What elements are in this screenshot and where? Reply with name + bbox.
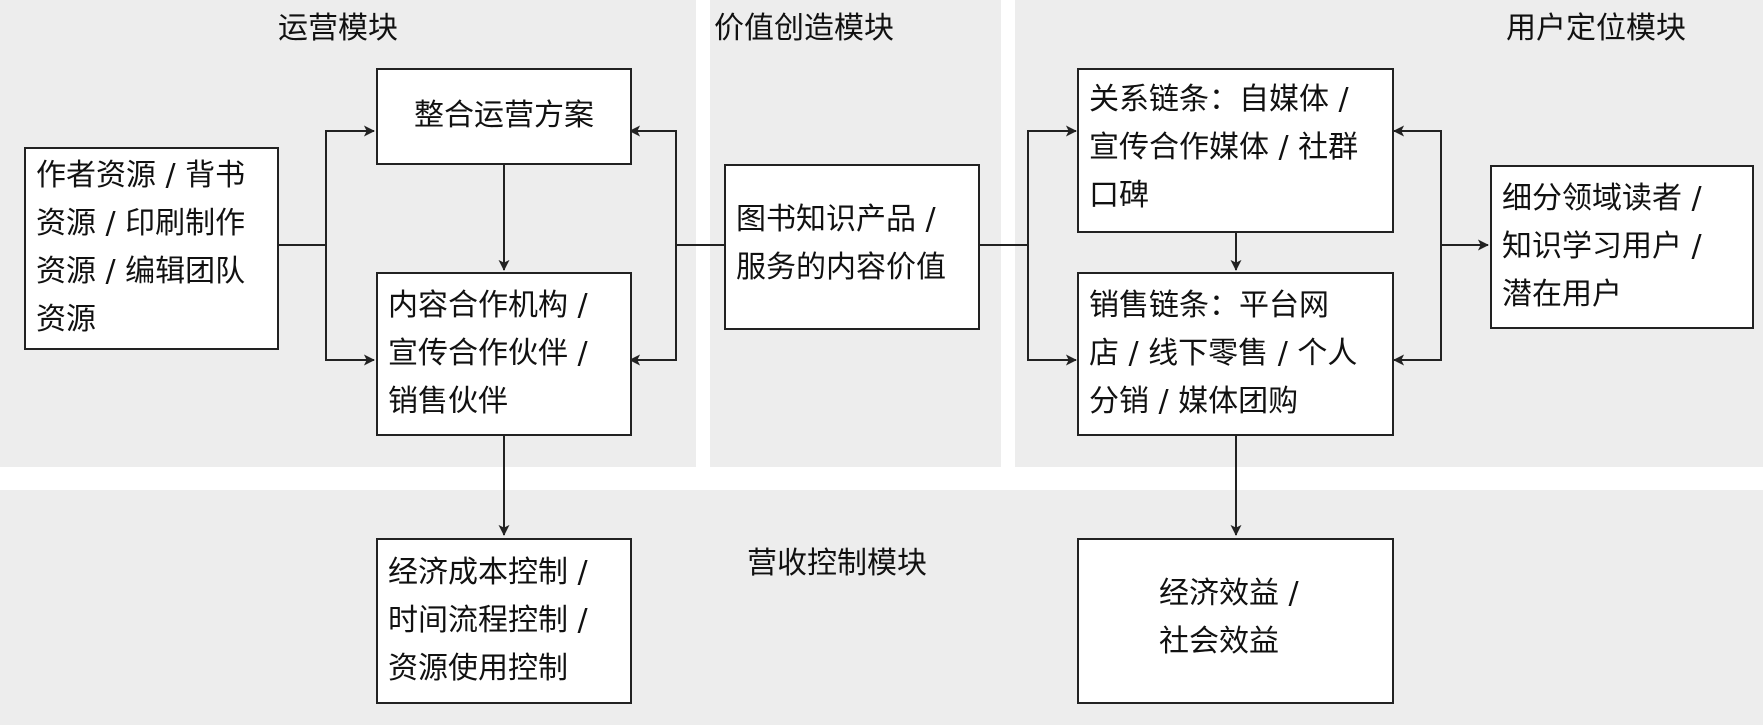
partners-line-2: 宣传合作伙伴 /	[388, 336, 588, 371]
arrow-users-to-relation	[1393, 125, 1442, 245]
target-users-node: 细分领域读者 / 知识学习用户 / 潜在用户	[1490, 165, 1754, 329]
arrow-resources-to-plan	[325, 125, 375, 245]
relation-chain-line-1: 关系链条：自媒体 /	[1089, 82, 1349, 117]
relation-chain-line-3: 口碑	[1089, 178, 1149, 213]
operation-module-title: 运营模块	[278, 11, 398, 46]
value-creation-module-title: 价值创造模块	[714, 11, 894, 46]
partners-line-1: 内容合作机构 /	[388, 288, 588, 323]
resources-node: 作者资源 / 背书 资源 / 印刷制作 资源 / 编辑团队 资源	[24, 147, 279, 350]
relation-chain-node: 关系链条：自媒体 / 宣传合作媒体 / 社群 口碑	[1077, 68, 1394, 233]
cost-control-node: 经济成本控制 / 时间流程控制 / 资源使用控制	[376, 538, 632, 704]
benefits-node: 经济效益 / 社会效益	[1077, 538, 1394, 704]
cost-control-line-2: 时间流程控制 /	[388, 603, 588, 638]
resources-line-4: 资源	[36, 302, 96, 337]
partners-line-3: 销售伙伴	[388, 384, 508, 419]
target-users-line-3: 潜在用户	[1502, 277, 1622, 312]
relation-chain-line-2: 宣传合作媒体 / 社群	[1089, 130, 1359, 165]
sales-chain-line-3: 分销 / 媒体团购	[1089, 384, 1299, 419]
resources-line-3: 资源 / 编辑团队	[36, 254, 246, 289]
arrow-product-to-relation	[1027, 125, 1077, 245]
cost-control-line-3: 资源使用控制	[388, 651, 568, 686]
arrow-product-to-plan	[629, 125, 677, 245]
arrow-users-to-sales	[1393, 245, 1442, 366]
partners-node: 内容合作机构 / 宣传合作伙伴 / 销售伙伴	[376, 272, 632, 436]
benefits-line-1: 经济效益 /	[1159, 576, 1299, 611]
arrow-resources-to-partners	[325, 245, 375, 366]
product-value-line-2: 服务的内容价值	[736, 250, 946, 285]
arrow-product-to-sales	[1027, 245, 1077, 366]
sales-chain-line-2: 店 / 线下零售 / 个人	[1089, 336, 1358, 371]
sales-chain-line-1: 销售链条：平台网	[1089, 288, 1329, 323]
integrated-plan-node: 整合运营方案	[376, 68, 632, 165]
revenue-control-module-panel	[0, 490, 1763, 725]
resources-line-2: 资源 / 印刷制作	[36, 206, 246, 241]
benefits-line-2: 社会效益	[1159, 624, 1279, 659]
product-value-line-1: 图书知识产品 /	[736, 202, 936, 237]
arrow-product-to-partners	[629, 245, 677, 366]
revenue-control-module-title: 营收控制模块	[747, 546, 927, 581]
target-users-line-2: 知识学习用户 /	[1502, 229, 1702, 264]
cost-control-line-1: 经济成本控制 /	[388, 555, 588, 590]
sales-chain-node: 销售链条：平台网 店 / 线下零售 / 个人 分销 / 媒体团购	[1077, 272, 1394, 436]
resources-line-1: 作者资源 / 背书	[36, 158, 246, 193]
product-value-node: 图书知识产品 / 服务的内容价值	[724, 164, 980, 330]
target-users-line-1: 细分领域读者 /	[1502, 181, 1702, 216]
integrated-plan-label: 整合运营方案	[414, 98, 594, 133]
user-positioning-module-title: 用户定位模块	[1506, 11, 1686, 46]
